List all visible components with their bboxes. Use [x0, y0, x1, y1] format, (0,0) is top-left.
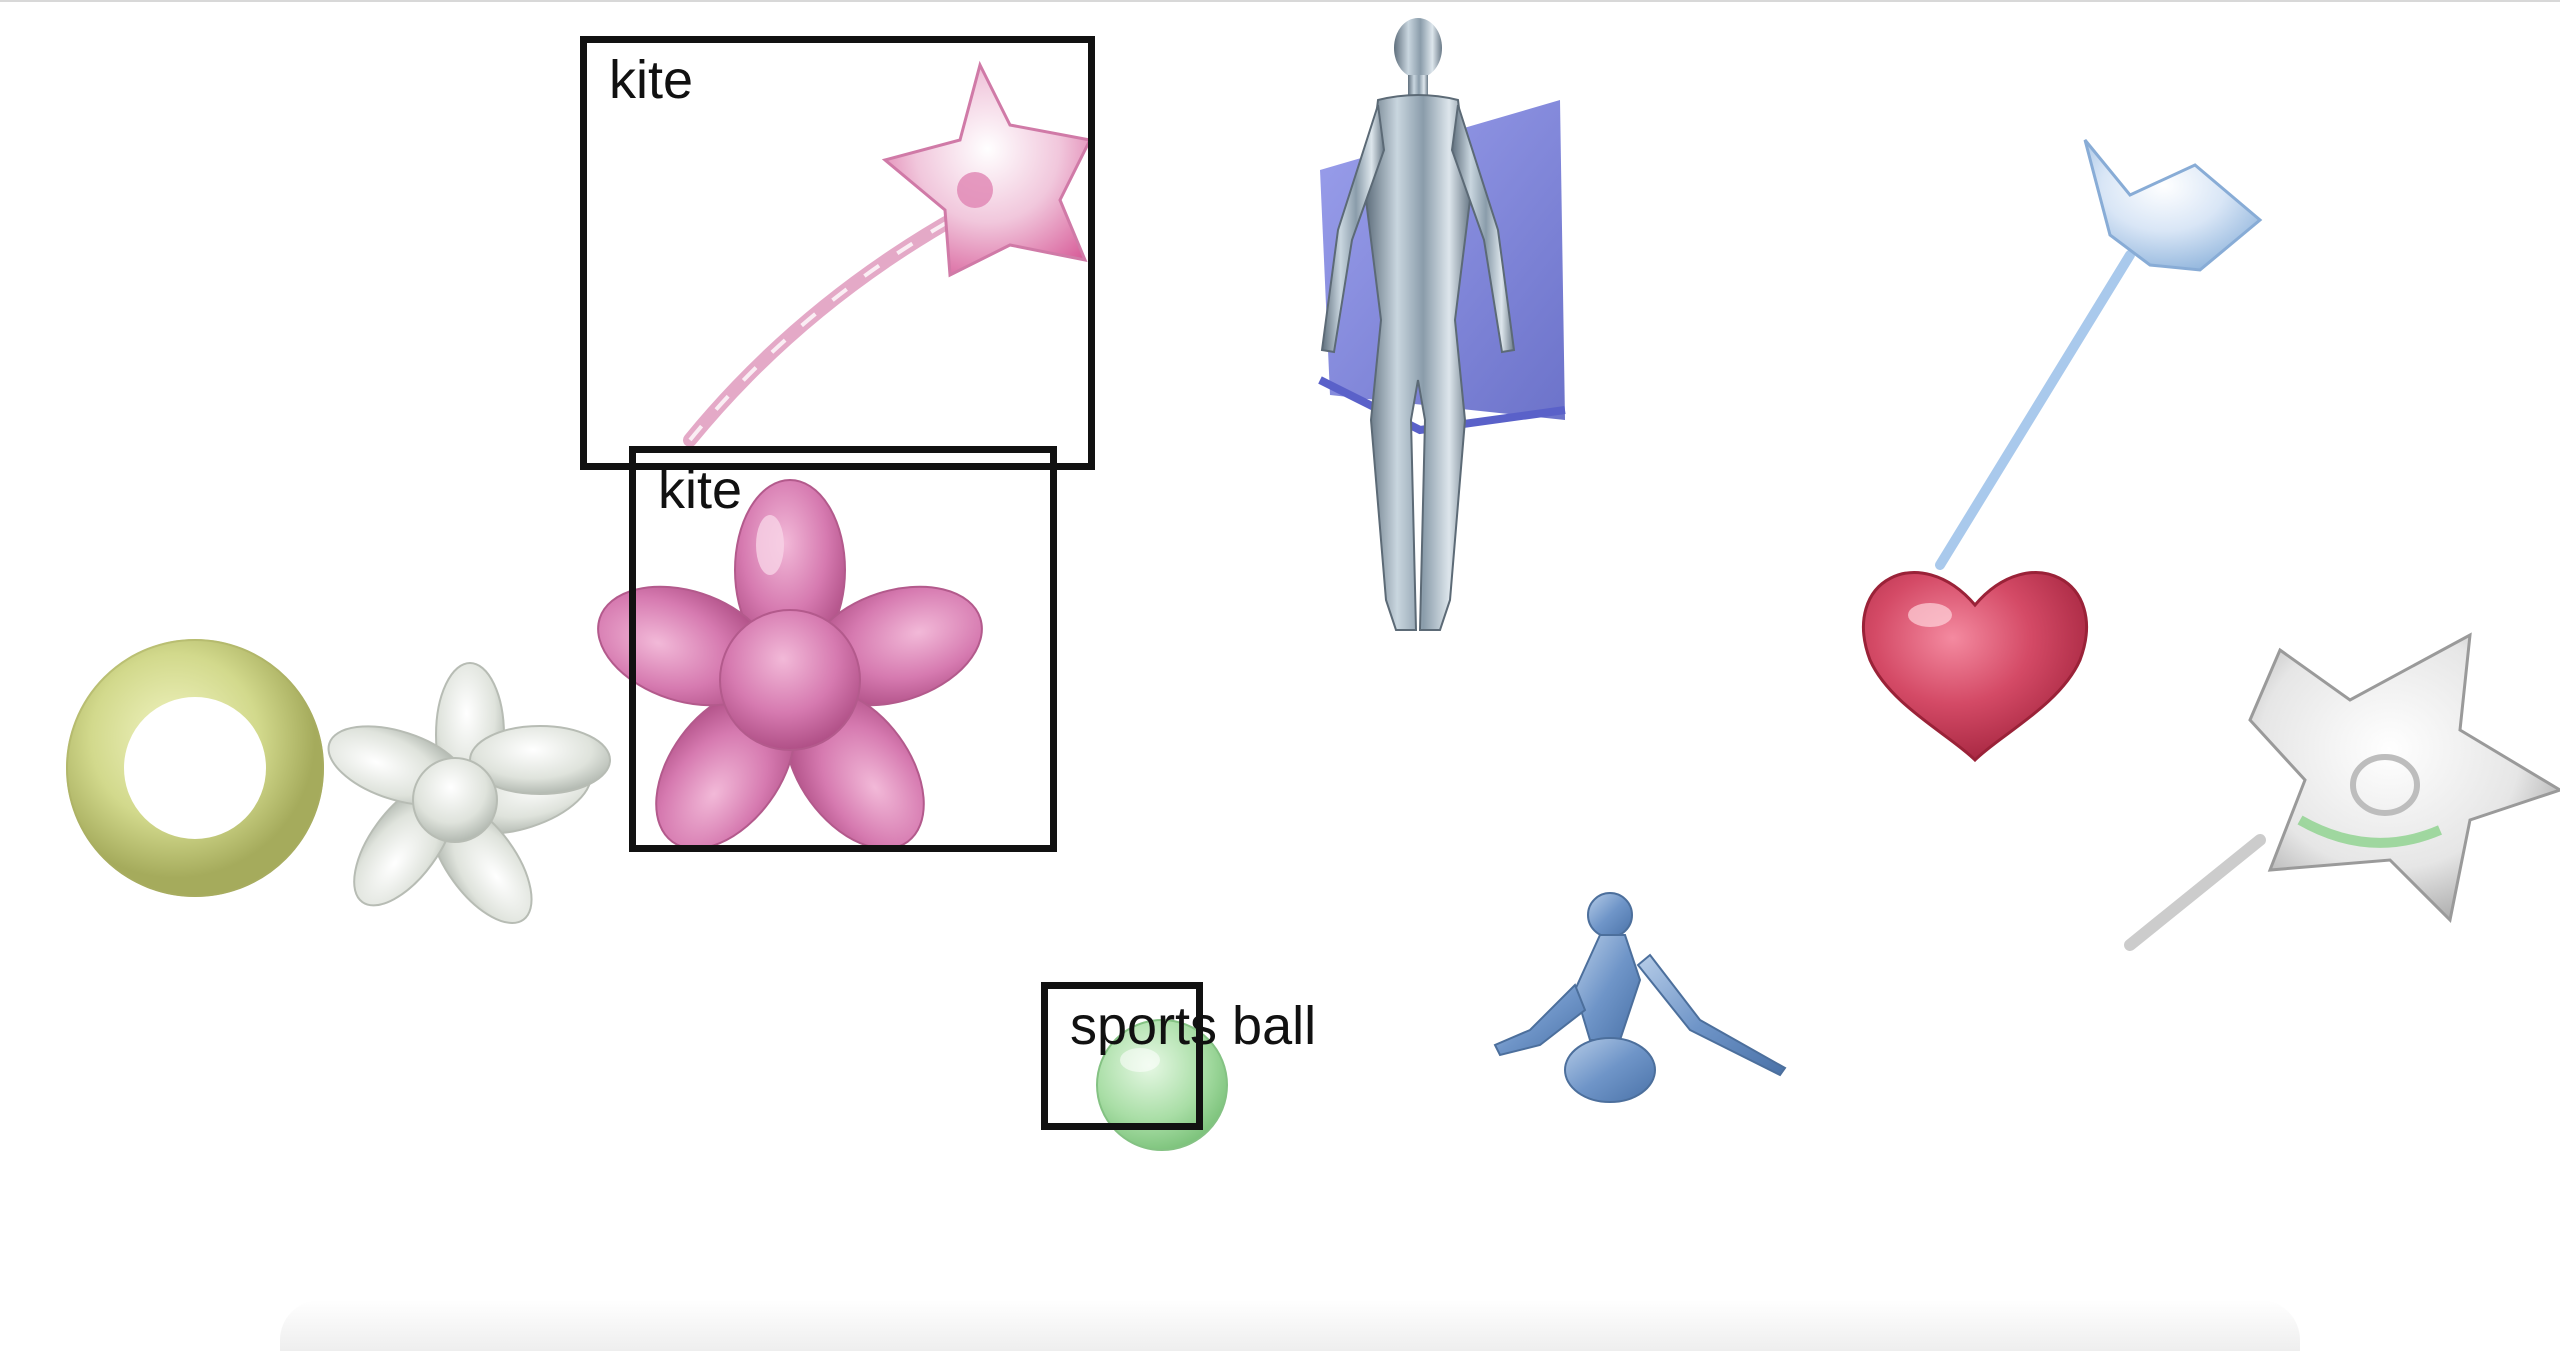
- yellow-ring-object: [66, 639, 324, 897]
- detection-label: sports ball: [1070, 996, 1317, 1056]
- white-flower-balloon-object: [327, 662, 611, 924]
- blue-sitting-figure-object: [1493, 892, 1787, 1103]
- detection-label: kite: [658, 460, 743, 520]
- clear-star-kite-object: [2124, 632, 2560, 951]
- detection-box-sports-ball: sports ball: [1041, 982, 1316, 1130]
- silver-figure-with-chair-object: [1318, 18, 1566, 631]
- top-rule: [0, 0, 2560, 2]
- blue-kite-with-heart-object: [1862, 139, 2263, 763]
- green-ball-object: [1096, 1019, 1228, 1151]
- detection-box-kite-top: kite: [580, 36, 1095, 470]
- pink-star-balloon-object: [597, 479, 983, 850]
- detection-label: kite: [609, 50, 694, 110]
- detection-box-kite-pink-star: kite: [629, 446, 1057, 852]
- pink-kite-object: [683, 60, 1093, 447]
- bottom-shade: [280, 1300, 2300, 1351]
